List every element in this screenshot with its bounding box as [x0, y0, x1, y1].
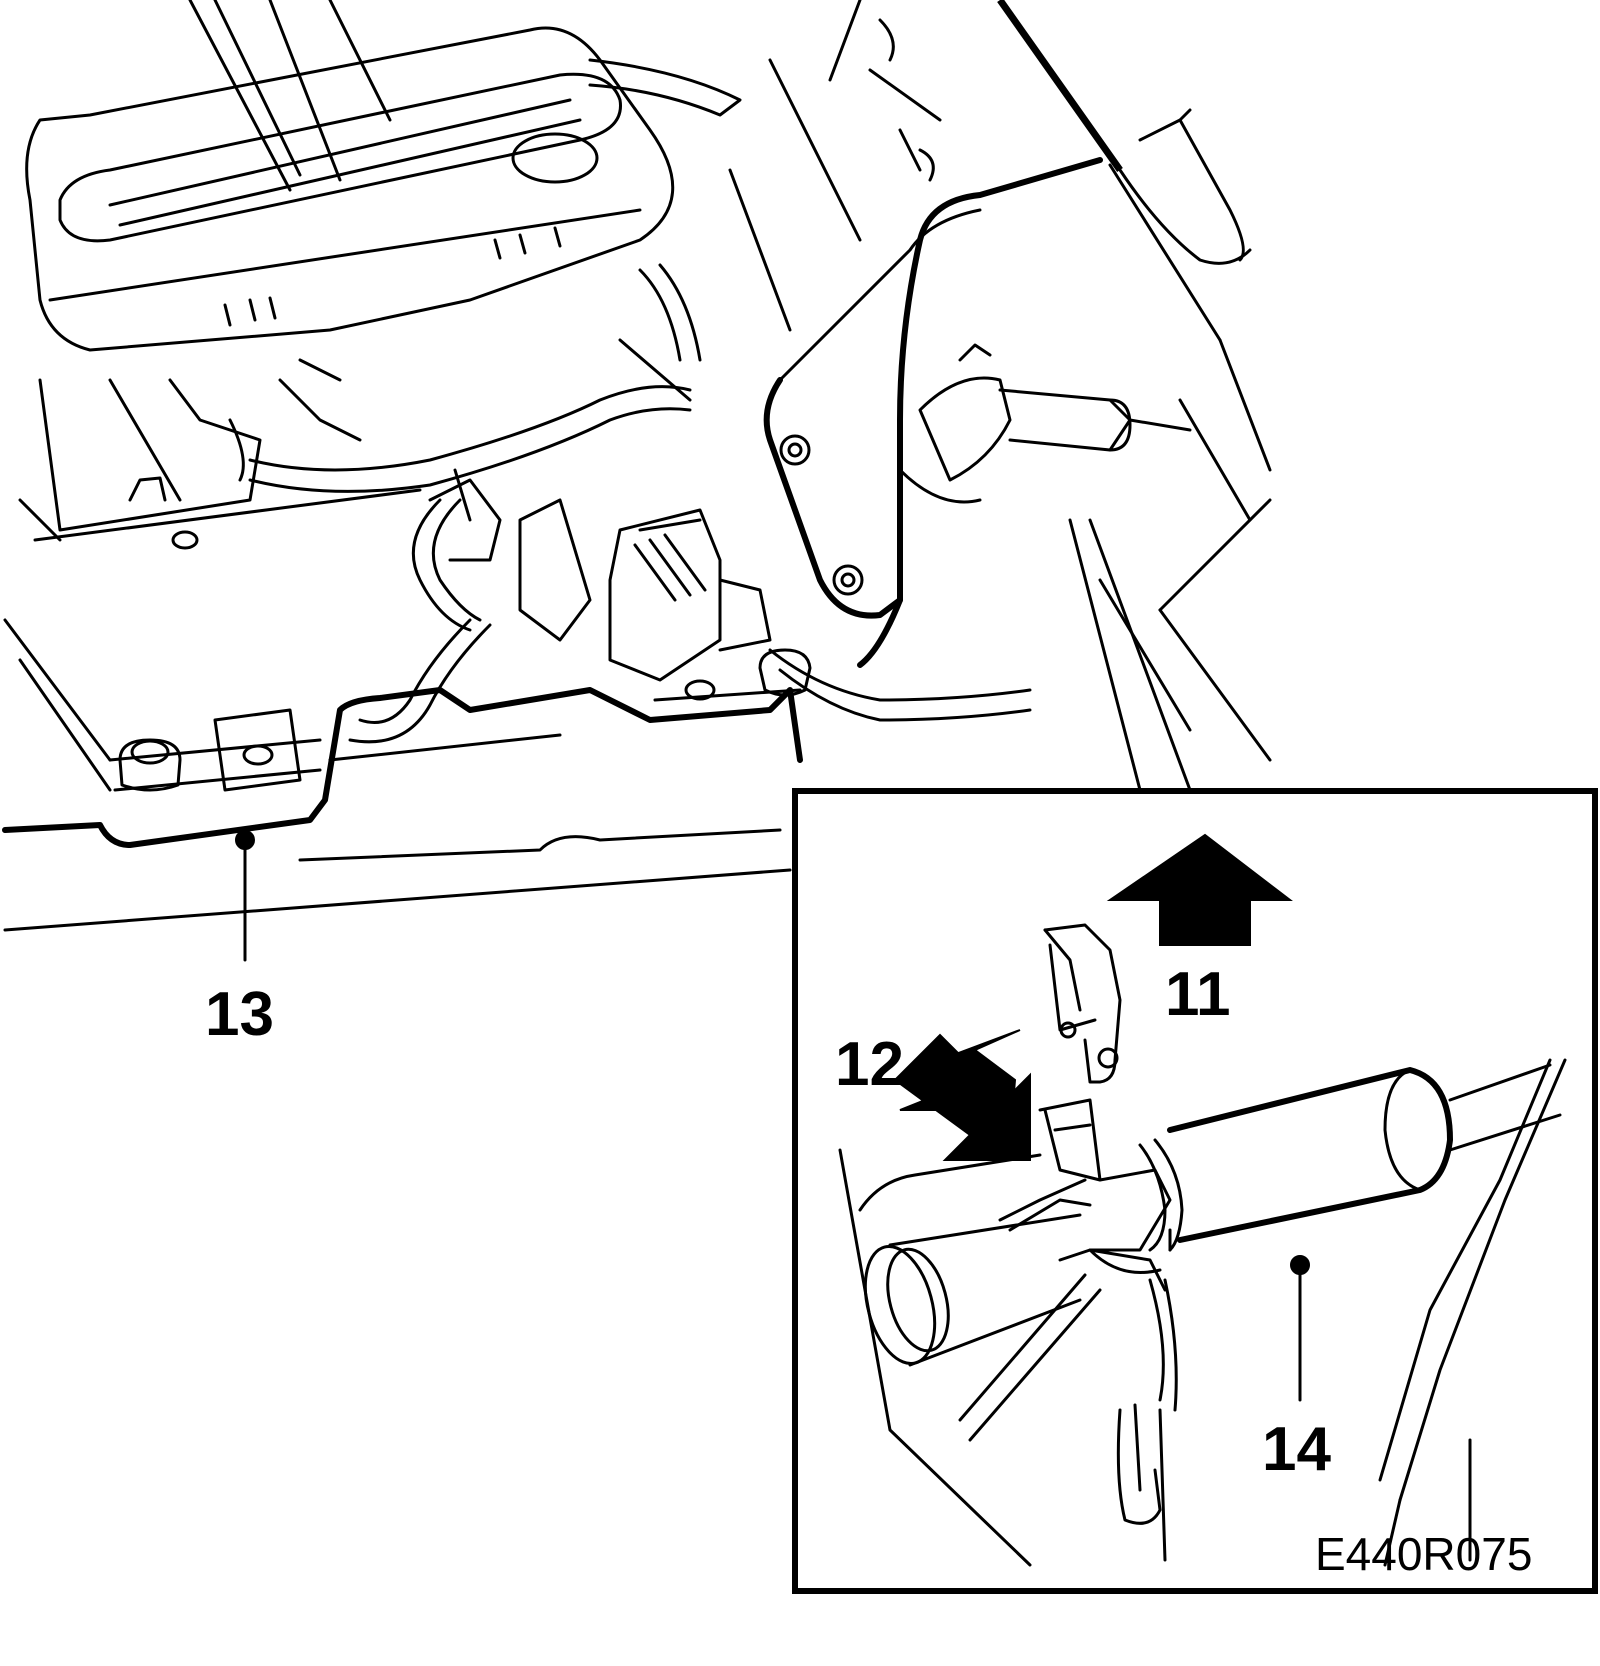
callout-12-label: 12: [835, 1030, 904, 1099]
clip-housing: [998, 1098, 1172, 1292]
sensor-sleeve: [1138, 1063, 1562, 1252]
figure-id-label: E440R075: [1315, 1528, 1532, 1580]
inset-pointer: [1068, 518, 1192, 792]
callout-labels: 11 12 13 14 E440R075: [205, 960, 1532, 1580]
callout-13-leader: [235, 830, 255, 962]
callout-14-leader: [1290, 1255, 1310, 1402]
callout-13-label: 13: [205, 980, 274, 1049]
electrical-connector: [428, 468, 772, 682]
retaining-clip: [1043, 923, 1122, 1084]
arrow-11-icon: [1106, 833, 1293, 946]
stalk-lines: [188, 0, 392, 192]
right-frame: [728, 0, 1272, 762]
inset-structure-lines: [838, 1058, 1567, 1567]
inset-detail-panel: [792, 788, 1598, 1594]
mounting-bracket: [763, 157, 1103, 668]
bracket-sensor: [898, 343, 1192, 504]
wiring-harness: [248, 263, 1032, 744]
base-plate: [2, 618, 812, 932]
callout-11-label: 11: [1165, 960, 1231, 1029]
cylinder-body: [858, 1153, 1082, 1367]
callout-14-label: 14: [1262, 1415, 1331, 1484]
main-assembly-view: [2, 0, 1272, 962]
upper-housing: [25, 26, 742, 352]
lower-frame-left: [18, 358, 422, 550]
arrow-12-head: [893, 1033, 1031, 1161]
